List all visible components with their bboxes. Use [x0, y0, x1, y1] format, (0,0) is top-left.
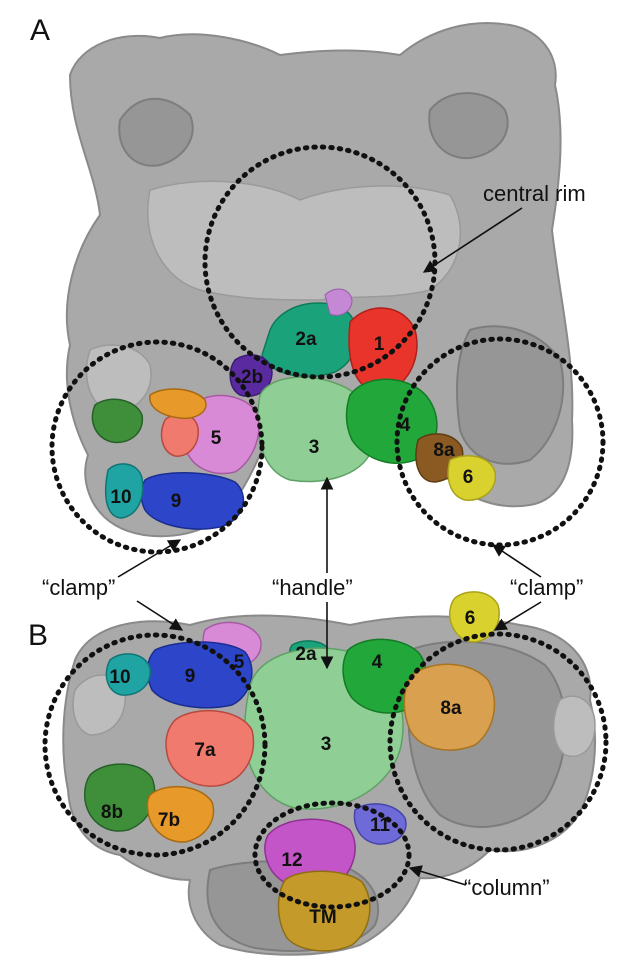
callout-handle: “handle”: [272, 575, 353, 600]
label-a-4: 4: [400, 415, 411, 436]
arrow-clamp-right-down: [493, 601, 542, 631]
panel-b-subunits: [84, 591, 500, 952]
ring-column: [252, 800, 412, 910]
subunit-b-tm: [277, 870, 371, 952]
subunit-a-6: [447, 455, 497, 501]
ring-clamp-left-b: [42, 632, 268, 858]
label-a-6: 6: [463, 467, 474, 488]
label-b-3: 3: [321, 734, 332, 755]
subunit-b-10: [105, 653, 151, 696]
label-b-12: 12: [281, 850, 302, 871]
label-b-6: 6: [465, 608, 476, 629]
subunit-b-8a: [403, 663, 496, 751]
label-a-9: 9: [171, 491, 182, 512]
label-b-7a: 7a: [194, 740, 216, 761]
label-a-1: 1: [374, 334, 385, 355]
ring-clamp-right-b: [387, 631, 609, 853]
subunit-b-8b: [84, 763, 156, 832]
label-b-8a: 8a: [440, 698, 462, 719]
callout-column: “column”: [464, 875, 550, 900]
label-b-2a: 2a: [295, 644, 317, 665]
subunit-b-11: [353, 803, 407, 845]
subunit-a-10: [104, 463, 144, 519]
subunit-b-7a: [165, 709, 255, 787]
subunit-a-9: [140, 472, 245, 530]
subunit-b-9: [146, 641, 253, 709]
subunit-b-6: [449, 591, 500, 643]
callout-clamp-left: “clamp”: [42, 575, 115, 600]
subunit-a-8b: [91, 398, 144, 444]
label-a-10: 10: [110, 487, 131, 508]
arrow-clamp-left-down: [136, 600, 184, 631]
callout-clamp-right: “clamp”: [510, 575, 583, 600]
callouts: central rim “clamp” “handle” “clamp” “co…: [42, 181, 586, 900]
subunit-a-7b: [149, 388, 207, 420]
ring-clamp-left-a: [49, 339, 265, 555]
arrow-clamp-right-up: [491, 544, 542, 578]
label-a-2b: 2b: [241, 367, 263, 388]
panel-b-letter: B: [28, 619, 48, 652]
subunit-b-7b: [146, 785, 215, 843]
panel-b-subunit-labels: 5 2a 4 6 10 9 8a 3 7a 8b 7b 11 12 TM: [101, 608, 475, 928]
label-b-9: 9: [185, 666, 196, 687]
label-a-8a: 8a: [433, 440, 455, 461]
arrow-central-rim: [422, 207, 523, 273]
arrow-column: [408, 865, 467, 886]
arrow-clamp-left-up: [117, 539, 182, 578]
panel-b: 5 2a 4 6 10 9 8a 3 7a 8b 7b 11 12 TM B: [28, 591, 609, 956]
label-a-2a: 2a: [295, 329, 317, 350]
panel-a: 2a 1 2b 5 3 4 8a 6 10 9 A: [30, 14, 606, 555]
callout-central-rim: central rim: [483, 181, 586, 206]
panel-a-subunit-labels: 2a 1 2b 5 3 4 8a 6 10 9: [110, 329, 473, 512]
label-b-tm: TM: [309, 907, 336, 928]
label-a-3: 3: [309, 437, 320, 458]
label-b-11: 11: [370, 815, 391, 836]
label-b-10: 10: [109, 667, 130, 688]
label-a-5: 5: [211, 428, 222, 449]
subunit-a-purple-top: [324, 288, 353, 316]
panel-a-letter: A: [30, 14, 50, 47]
panel-a-subunits: [91, 288, 497, 530]
label-b-5: 5: [234, 652, 245, 673]
label-b-8b: 8b: [101, 802, 123, 823]
label-b-4: 4: [372, 652, 383, 673]
label-b-7b: 7b: [158, 810, 180, 831]
